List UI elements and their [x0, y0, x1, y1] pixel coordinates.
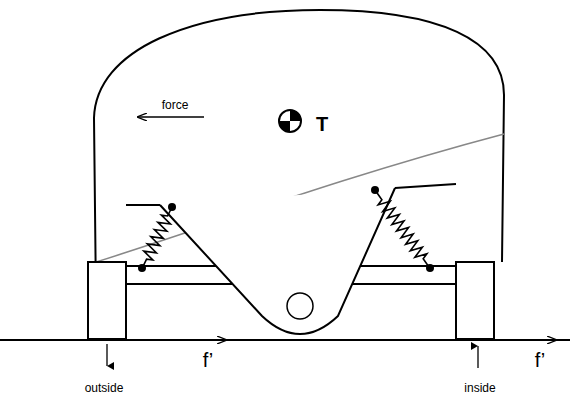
friction-arrow — [488, 339, 556, 341]
right-spring — [370, 187, 434, 272]
left-spring — [137, 204, 178, 270]
force-arrow — [138, 116, 204, 117]
load-arrow — [477, 346, 478, 368]
friction-label: f’ — [203, 350, 213, 370]
centre-of-gravity-label: T — [316, 114, 328, 134]
centre-of-gravity-symbol — [279, 110, 301, 132]
wheel-side-label: outside — [85, 382, 124, 394]
spring-mounts — [138, 186, 434, 272]
friction-arrow — [150, 339, 226, 341]
load-arrow — [106, 344, 107, 366]
right-wheel — [456, 262, 494, 339]
body-keel — [160, 188, 395, 334]
roll-pivot — [287, 293, 313, 319]
friction-label: f’ — [535, 350, 545, 370]
ground-line — [0, 339, 570, 341]
force-label: force — [162, 99, 189, 111]
wheel-side-label: inside — [464, 382, 495, 394]
left-wheel — [88, 262, 126, 339]
